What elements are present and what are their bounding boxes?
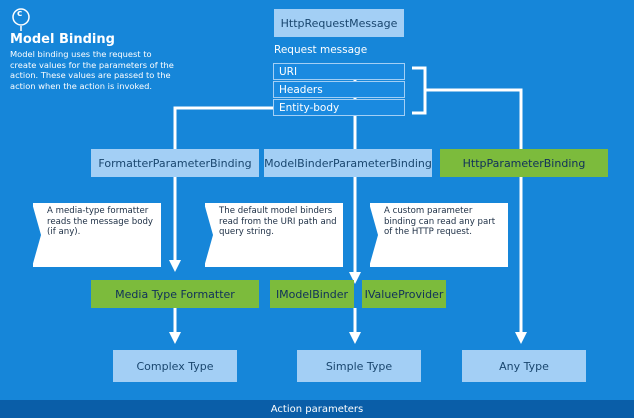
badge-icon bbox=[12, 8, 30, 31]
http-binding-note: A custom parameter binding can read any … bbox=[369, 203, 508, 267]
formatter-note: A media-type formatter reads the message… bbox=[32, 203, 161, 267]
http-request-message-box: HttpRequestMessage bbox=[274, 9, 404, 37]
note-pointer-icon bbox=[369, 203, 378, 267]
footer-label: Action parameters bbox=[270, 403, 364, 415]
simple-type-box: Simple Type bbox=[297, 350, 421, 382]
imodelbinder-box: IModelBinder bbox=[270, 280, 354, 308]
note-pointer-icon bbox=[32, 203, 41, 267]
http-connector bbox=[425, 88, 527, 344]
media-type-formatter-box: Media Type Formatter bbox=[91, 280, 259, 308]
formatter-note-text: A media-type formatter reads the message… bbox=[47, 206, 154, 237]
uri-field: URI bbox=[273, 63, 405, 80]
any-type-box: Any Type bbox=[462, 350, 586, 382]
request-message-label: Request message bbox=[274, 44, 368, 56]
header-description: Model binding uses the request to create… bbox=[10, 49, 174, 91]
page-title: Model Binding bbox=[10, 32, 115, 47]
model-binder-note: The default model binders read from the … bbox=[204, 203, 343, 267]
http-binding-note-text: A custom parameter binding can read any … bbox=[384, 206, 496, 237]
note-pointer-icon bbox=[204, 203, 213, 267]
formatter-parameter-binding-box: FormatterParameterBinding bbox=[91, 149, 259, 177]
request-bracket bbox=[412, 66, 427, 115]
complex-type-box: Complex Type bbox=[113, 350, 237, 382]
header-icon-letter: c bbox=[17, 9, 23, 19]
action-parameters-footer: Action parameters bbox=[0, 400, 634, 418]
headers-field: Headers bbox=[273, 81, 405, 98]
entity-body-connector bbox=[169, 106, 276, 272]
model-binder-parameter-binding-box: ModelBinderParameterBinding bbox=[264, 149, 432, 177]
http-parameter-binding-box: HttpParameterBinding bbox=[440, 149, 608, 177]
entity-body-field: Entity-body bbox=[273, 99, 405, 116]
ivalueprovider-box: IValueProvider bbox=[362, 280, 446, 308]
header-icon: c bbox=[10, 7, 32, 31]
model-binder-note-text: The default model binders read from the … bbox=[219, 206, 337, 237]
